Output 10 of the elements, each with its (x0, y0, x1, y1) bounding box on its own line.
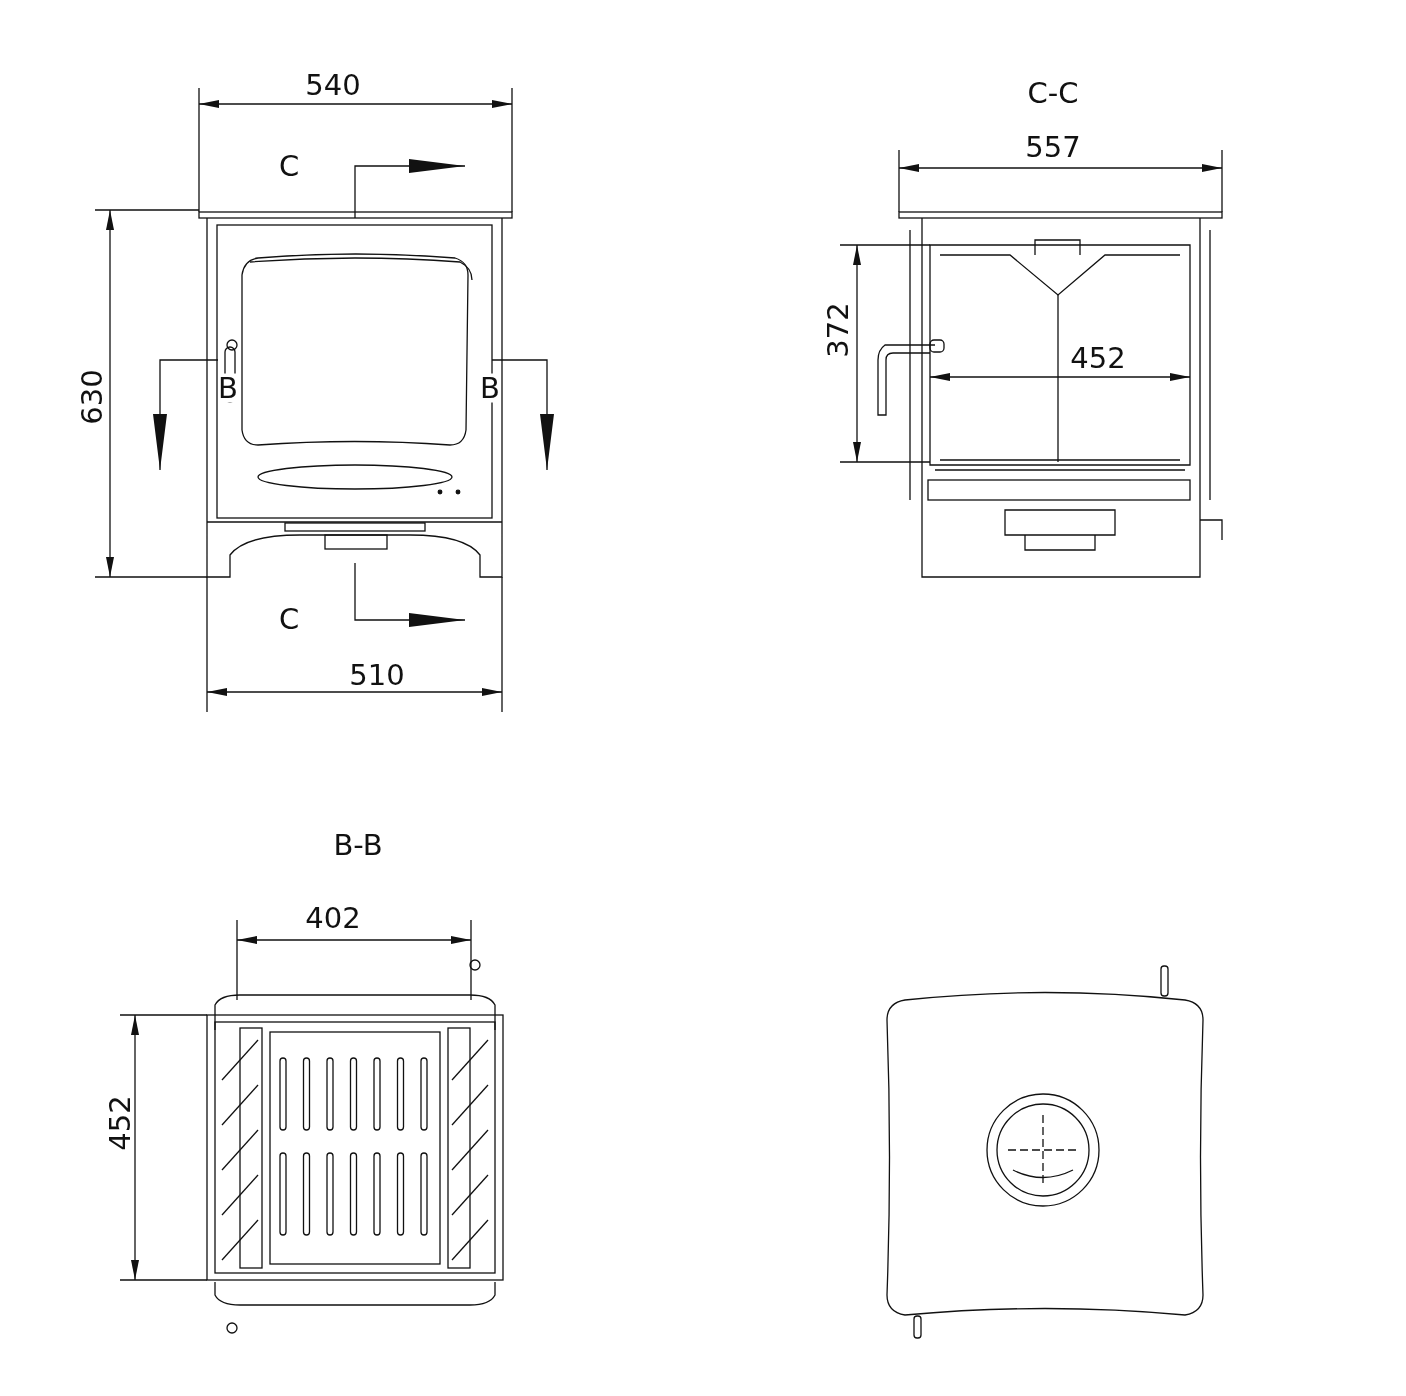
dimension-value: 452 (105, 1095, 135, 1151)
dimension-value: 630 (77, 369, 107, 425)
dimension-value: 557 (1025, 132, 1081, 162)
dimension-value: 402 (305, 903, 361, 933)
dimension-value: 540 (305, 70, 361, 100)
section-label: B (480, 373, 500, 403)
dimension-value: 510 (349, 660, 405, 690)
dimension-value: 372 (823, 302, 853, 358)
dimension-value: 452 (1070, 343, 1126, 373)
section-label: B (218, 373, 238, 403)
